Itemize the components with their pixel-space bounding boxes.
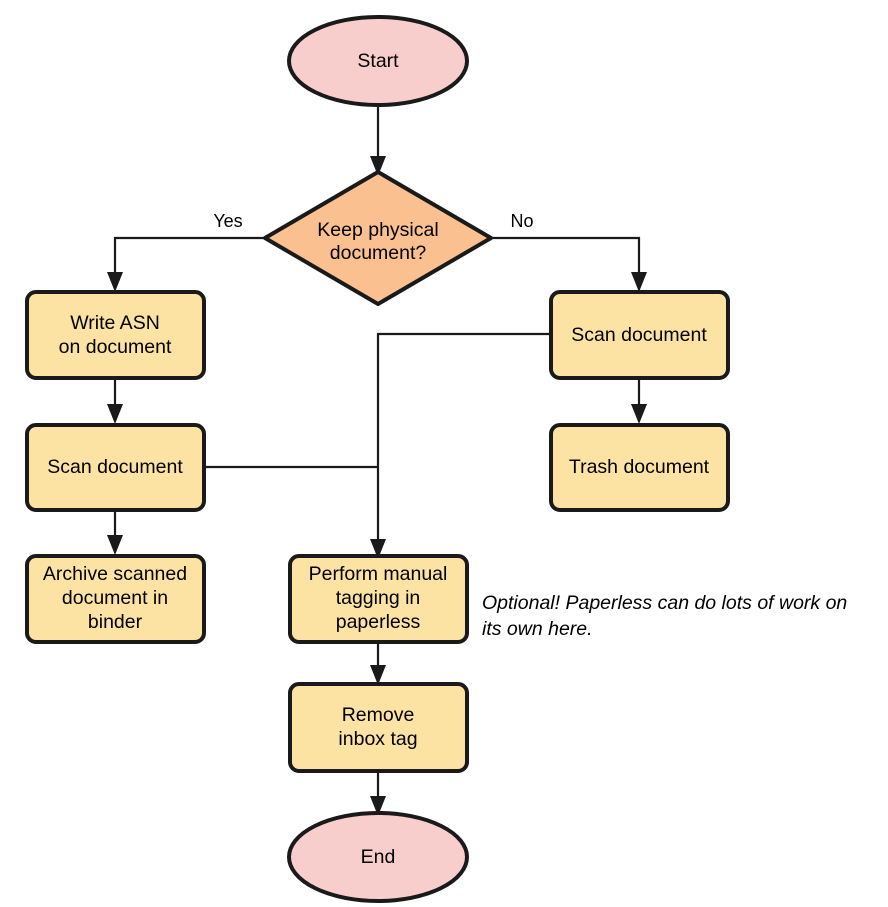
remove-inbox-rect-shape bbox=[288, 682, 469, 773]
node-end-label: End bbox=[361, 846, 396, 868]
node-scan-document-left[interactable]: Scan document bbox=[25, 423, 206, 512]
annotation-optional-note: Optional! Paperless can do lots of work … bbox=[482, 592, 847, 640]
edge-scan-right-to-manual-tagging bbox=[370, 332, 551, 559]
arrow-head-icon bbox=[370, 539, 386, 559]
arrow-head-icon bbox=[370, 156, 386, 176]
scan-document-left-rect-shape bbox=[25, 423, 206, 512]
node-manual-tagging-label-line2: tagging in bbox=[336, 587, 421, 609]
optional-note-line1: Optional! Paperless can do lots of work … bbox=[482, 592, 847, 614]
node-write-asn-label-line1: Write ASN bbox=[70, 312, 160, 334]
scan-document-right-rect-shape bbox=[549, 290, 730, 380]
trash-document-rect-shape bbox=[549, 423, 730, 512]
arrow-head-icon bbox=[631, 404, 647, 424]
node-scan-document-left-label: Scan document bbox=[47, 456, 183, 478]
edge-scan-right-to-trash bbox=[631, 377, 647, 424]
node-decision-keep-physical-document[interactable]: Keep physical document? bbox=[263, 170, 493, 306]
node-write-asn-label-line2: on document bbox=[59, 336, 172, 358]
node-archive-scanned-document[interactable]: Archive scanned document in binder bbox=[25, 554, 206, 644]
node-perform-manual-tagging[interactable]: Perform manual tagging in paperless bbox=[288, 554, 469, 644]
end-ellipse-shape bbox=[287, 811, 469, 903]
edge-start-to-decision bbox=[370, 103, 386, 176]
edge-manual-tagging-to-remove-inbox bbox=[370, 642, 386, 685]
edge-write-asn-to-scan-left bbox=[107, 377, 123, 424]
edge-label-no: No bbox=[510, 211, 533, 231]
node-start[interactable]: Start bbox=[287, 15, 469, 107]
node-archive-label-line2: document in bbox=[62, 587, 168, 609]
arrow-head-icon bbox=[107, 535, 123, 555]
node-write-asn-on-document[interactable]: Write ASN on document bbox=[25, 290, 206, 380]
node-scan-document-right-label: Scan document bbox=[571, 324, 707, 346]
edge-decision-no-to-scan-right bbox=[491, 236, 647, 292]
arrow-head-icon bbox=[370, 796, 386, 816]
node-scan-document-right[interactable]: Scan document bbox=[549, 290, 730, 380]
node-remove-inbox-tag[interactable]: Remove inbox tag bbox=[288, 682, 469, 773]
node-trash-document-label: Trash document bbox=[569, 456, 710, 478]
node-manual-tagging-label-line1: Perform manual bbox=[309, 563, 448, 585]
decision-diamond-shape bbox=[263, 170, 493, 306]
optional-note-line2: its own here. bbox=[482, 618, 593, 640]
node-manual-tagging-label-line3: paperless bbox=[336, 611, 421, 633]
write-asn-rect-shape bbox=[25, 290, 206, 380]
edge-decision-yes-to-write-asn bbox=[107, 236, 265, 292]
node-decision-label-line1: Keep physical bbox=[317, 219, 438, 241]
edge-line bbox=[113, 236, 265, 278]
edge-line bbox=[491, 236, 641, 278]
arrow-head-icon bbox=[631, 272, 647, 292]
arrow-head-icon bbox=[107, 272, 123, 292]
manual-tagging-rect-shape bbox=[288, 554, 469, 644]
node-decision-label-line2: document? bbox=[330, 242, 427, 264]
edge-line bbox=[376, 332, 551, 546]
node-remove-inbox-label-line1: Remove bbox=[342, 704, 415, 726]
node-archive-label-line1: Archive scanned bbox=[43, 563, 187, 585]
edge-remove-inbox-to-end bbox=[370, 771, 386, 816]
arrow-head-icon bbox=[370, 665, 386, 685]
node-end[interactable]: End bbox=[287, 811, 469, 903]
edge-label-yes: Yes bbox=[213, 211, 242, 231]
node-start-label: Start bbox=[357, 50, 399, 72]
node-archive-label-line3: binder bbox=[88, 611, 143, 633]
node-remove-inbox-label-line2: inbox tag bbox=[338, 728, 417, 750]
edge-scan-left-to-archive bbox=[107, 509, 123, 555]
arrow-head-icon bbox=[107, 404, 123, 424]
archive-rect-shape bbox=[25, 554, 206, 644]
node-trash-document[interactable]: Trash document bbox=[549, 423, 730, 512]
start-ellipse-shape bbox=[287, 15, 469, 107]
